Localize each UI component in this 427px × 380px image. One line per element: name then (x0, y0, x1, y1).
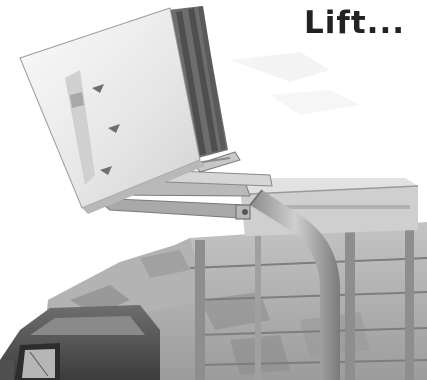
truck-cab (0, 305, 160, 380)
background-shading (230, 52, 360, 115)
caption-title: Lift... (304, 8, 405, 39)
